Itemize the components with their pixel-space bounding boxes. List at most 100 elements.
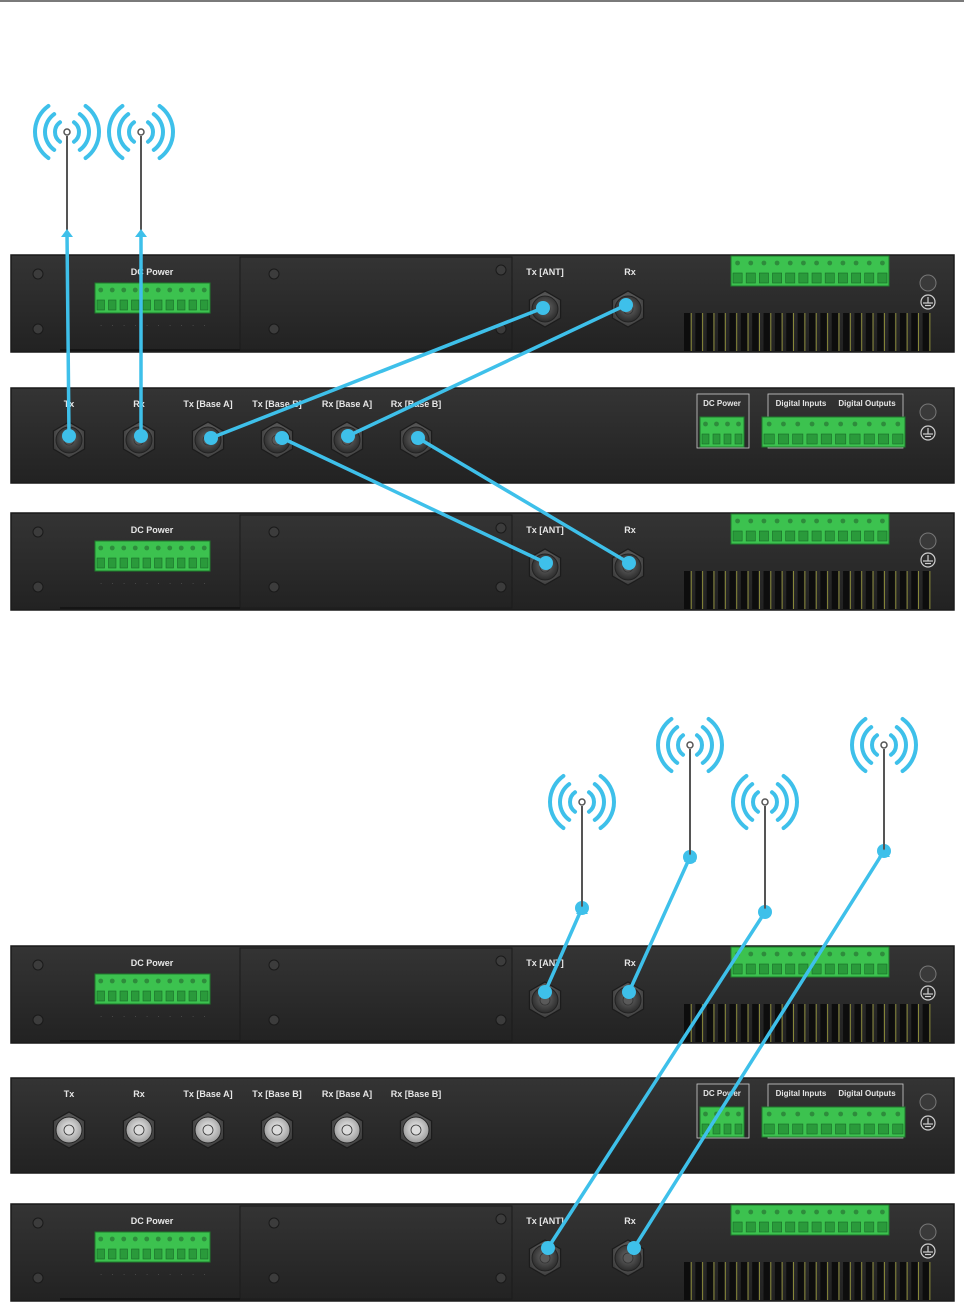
pin-legend: · (181, 1272, 182, 1277)
hub-connector (191, 1111, 225, 1149)
cable-tx-base-a (204, 301, 550, 445)
terminal-slot (200, 1248, 209, 1260)
terminal-screw (201, 978, 207, 984)
rx-label: Rx (624, 1216, 636, 1226)
terminal-screw (121, 287, 127, 293)
terminal-screw (866, 421, 872, 427)
hub-port-label: Rx (133, 399, 145, 409)
vent-slot (831, 571, 838, 609)
terminal-screw (827, 951, 833, 957)
radio-wave-arc (676, 733, 686, 757)
vent-slot (911, 1004, 918, 1042)
terminal-slot (892, 1123, 904, 1135)
vent-slot (877, 313, 884, 351)
vent-slot (763, 1262, 770, 1300)
terminal-screw (866, 1111, 872, 1117)
ground-icon (920, 1243, 936, 1259)
terminal-screw (795, 421, 801, 427)
terminal-screw (109, 545, 115, 551)
terminal-slot (849, 1123, 861, 1135)
terminal-slot (785, 530, 796, 542)
cable-endpoint (411, 431, 425, 445)
tx-antenna (33, 103, 101, 237)
terminal-slot (734, 433, 743, 445)
digital-outputs-label: Digital Outputs (838, 399, 896, 408)
terminal-block (730, 255, 890, 287)
vent-slot (740, 1004, 748, 1042)
pin-legend: · (181, 1014, 182, 1019)
cable-rx-base-b (411, 431, 636, 570)
hub-port-label: Tx (64, 1089, 75, 1099)
terminal-body (730, 513, 890, 545)
terminal-slot (811, 963, 822, 975)
terminal-slot (119, 557, 128, 569)
terminal-slot (165, 299, 174, 311)
vent-slot (729, 1004, 736, 1042)
terminal-slot (864, 530, 875, 542)
vent-slot (684, 571, 691, 609)
mounting-screw (268, 1217, 280, 1229)
vent-slot (899, 1004, 907, 1042)
terminal-slot (108, 299, 117, 311)
vent-slot (888, 1262, 895, 1300)
vent-slot (706, 571, 713, 609)
terminal-screw (853, 260, 859, 266)
pin-legend: · (204, 323, 205, 328)
mounting-screw (32, 323, 44, 335)
ground-icon (920, 1115, 936, 1131)
terminal-slot (824, 963, 835, 975)
dc-power-label: DC Power (703, 1089, 741, 1098)
vent-slot (786, 1004, 793, 1042)
terminal-slot (792, 1123, 804, 1135)
terminal-screw (840, 260, 846, 266)
vent-slot (695, 1262, 702, 1300)
terminal-block (761, 1106, 906, 1138)
terminal-screw (895, 421, 901, 427)
hub-port-label: Rx [Base A] (322, 399, 372, 409)
pin-legend: · (135, 1014, 136, 1019)
connector-pin (271, 1124, 283, 1136)
vent-slot (740, 571, 748, 609)
antenna-tip (880, 741, 888, 749)
terminal-slot (877, 272, 888, 284)
terminal-screw (774, 951, 780, 957)
terminal-screw (814, 518, 819, 524)
antenna-base (878, 849, 890, 857)
terminal-slot (154, 299, 163, 311)
vent-slot (797, 313, 804, 351)
terminal-slot (878, 1123, 890, 1135)
terminal-slot (759, 530, 769, 542)
vent-slot (718, 1262, 725, 1300)
vent-slot (706, 1262, 713, 1300)
base-station-a-bottom: DC Power··········Tx [ANT]Rx (10, 945, 955, 1044)
cable-endpoint (627, 1241, 641, 1255)
vent-slot (718, 313, 725, 351)
vent-slot (763, 313, 770, 351)
mounting-screw (268, 323, 280, 335)
vent-slot (831, 313, 838, 351)
terminal-slot (849, 433, 861, 445)
cable-line (546, 910, 767, 1250)
pin-legend: · (146, 1014, 147, 1019)
terminal-slot (763, 433, 775, 445)
terminal-slot (142, 299, 151, 311)
terminal-screw (725, 421, 730, 427)
terminal-screw (167, 545, 173, 551)
antenna-tip (578, 798, 586, 806)
power-knob (919, 274, 937, 292)
pin-legend: · (100, 1014, 101, 1019)
terminal-slot (785, 272, 796, 284)
vent-slot (684, 313, 691, 351)
terminal-screw (774, 260, 780, 266)
vent-slot (797, 571, 804, 609)
terminal-screw (880, 260, 885, 266)
terminal-screw (801, 260, 806, 266)
terminal-screw (781, 421, 786, 427)
mounting-screw (268, 581, 280, 593)
vent-slot (684, 1004, 691, 1042)
terminal-screw (823, 1111, 829, 1117)
pin-legend: · (192, 323, 193, 328)
radio-wave-arc (900, 716, 918, 774)
vent-slot (831, 1004, 838, 1042)
